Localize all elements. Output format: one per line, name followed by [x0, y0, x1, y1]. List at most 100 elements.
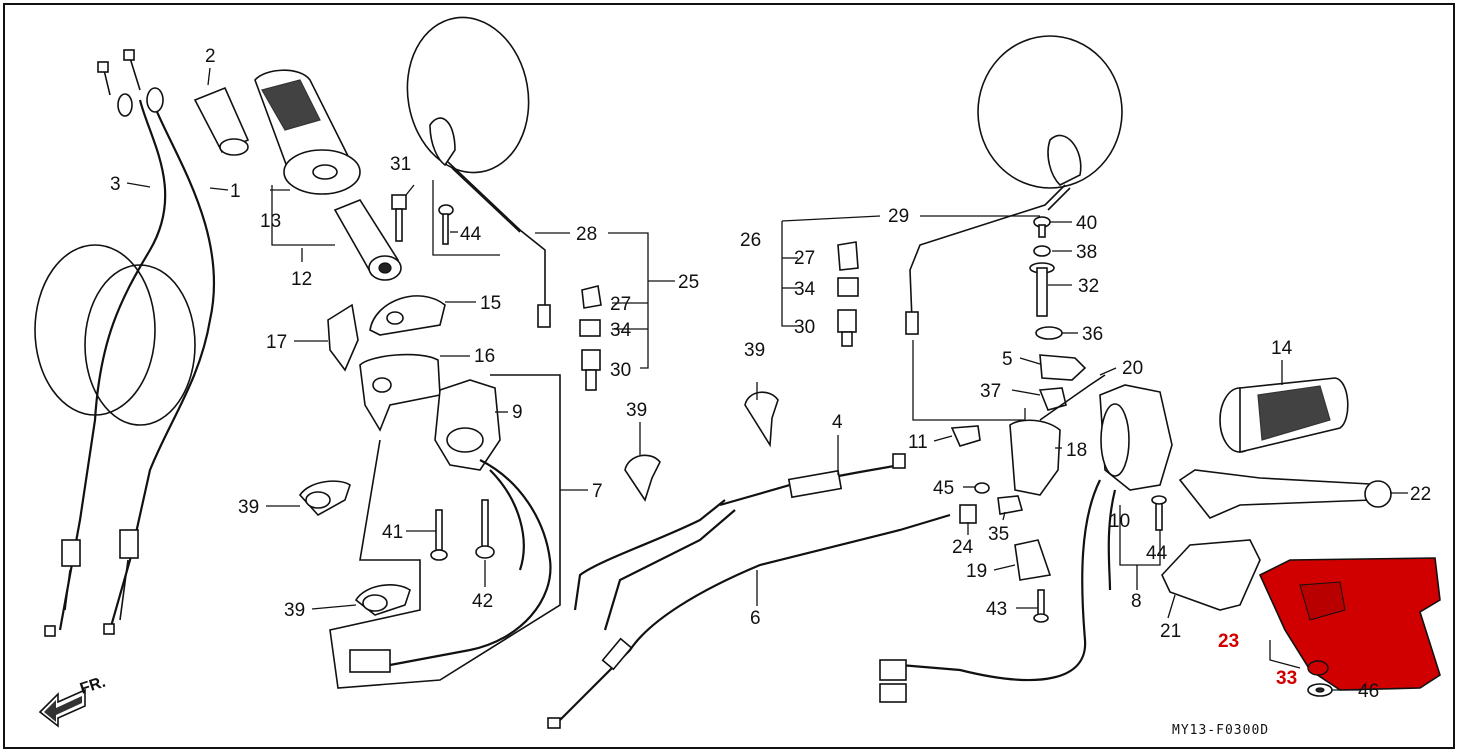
- clamp-39-left-lower: [354, 584, 411, 616]
- label-44-right: 44: [1146, 543, 1168, 564]
- clamp-39-left-upper: [298, 480, 351, 517]
- label-25: 25: [678, 272, 699, 293]
- label-32: 32: [1078, 276, 1099, 297]
- label-2: 2: [205, 46, 216, 67]
- label-6: 6: [750, 608, 761, 629]
- label-7: 7: [592, 481, 603, 502]
- label-34-right: 34: [794, 279, 816, 300]
- lead-20: [1039, 374, 1106, 421]
- bracket-18: [1009, 419, 1061, 496]
- label-13: 13: [260, 211, 281, 232]
- label-30-right: 30: [794, 317, 815, 338]
- label-46: 46: [1358, 681, 1379, 702]
- clamp-39-center-upper: [744, 391, 779, 448]
- label-4: 4: [832, 412, 843, 433]
- throttle-grip-13: [254, 69, 361, 195]
- right-mirror: [905, 35, 1123, 335]
- left-mirror: [406, 16, 551, 328]
- leader-lines: [126, 67, 1408, 691]
- label-30-left: 30: [610, 360, 631, 381]
- pivot-32: [1029, 262, 1055, 317]
- lever-5: [1039, 354, 1087, 381]
- label-35: 35: [988, 524, 1009, 545]
- switch-10: [879, 384, 1173, 703]
- label-28: 28: [576, 224, 597, 245]
- label-14: 14: [1271, 338, 1293, 359]
- label-31: 31: [390, 154, 411, 175]
- label-36: 36: [1082, 324, 1103, 345]
- label-20: 20: [1122, 358, 1143, 379]
- screw-44-right: [1151, 495, 1167, 531]
- screw-45: [974, 482, 990, 494]
- grip-cap-2: [193, 86, 250, 156]
- label-1: 1: [230, 181, 241, 202]
- clutch-cable-6: [547, 499, 951, 729]
- screw-44-top: [438, 204, 454, 245]
- hand-guard-23: [1258, 557, 1441, 691]
- label-29: 29: [888, 206, 909, 227]
- diagram-code: MY13-F0300D: [1172, 723, 1269, 738]
- label-22: 22: [1410, 484, 1431, 505]
- nut-33: [1307, 660, 1329, 676]
- label-37: 37: [980, 381, 1001, 402]
- label-38: 38: [1076, 242, 1097, 263]
- label-45: 45: [933, 478, 954, 499]
- bolt-31: [391, 194, 407, 242]
- label-39-center-lower: 39: [626, 400, 647, 421]
- label-26: 26: [740, 230, 761, 251]
- label-39-left-upper: 39: [238, 497, 259, 518]
- label-39-left-lower: 39: [284, 600, 305, 621]
- weight-set-left: [579, 285, 602, 391]
- label-18: 18: [1066, 440, 1087, 461]
- washer-36: [1035, 326, 1063, 340]
- bolt-42: [475, 499, 495, 559]
- label-23: 23: [1218, 631, 1239, 652]
- cable-4: [719, 453, 906, 507]
- label-9: 9: [512, 402, 523, 423]
- label-24: 24: [952, 537, 974, 558]
- label-40: 40: [1076, 213, 1097, 234]
- nut-35: [997, 495, 1024, 515]
- weight-set-right: [837, 241, 859, 347]
- adjuster-24: [959, 504, 977, 524]
- washer-46: [1307, 683, 1333, 697]
- clamp-39-center-lower: [624, 454, 661, 502]
- switch-9: [349, 379, 552, 673]
- washer-38: [1033, 245, 1051, 257]
- label-33: 33: [1276, 668, 1297, 689]
- lower-housing-16: [359, 353, 441, 432]
- knuckle-guard-21: [1161, 539, 1261, 611]
- label-43: 43: [986, 599, 1007, 620]
- label-15: 15: [480, 293, 501, 314]
- part-11: [950, 425, 981, 447]
- label-10: 10: [1109, 511, 1130, 532]
- label-42: 42: [472, 591, 493, 612]
- lever-22: [1178, 469, 1392, 519]
- label-12: 12: [291, 269, 312, 290]
- label-27-right: 27: [794, 248, 815, 269]
- upper-housing-15: [369, 295, 446, 336]
- front-direction-arrow: [38, 688, 86, 728]
- throttle-tube-12: [333, 199, 402, 281]
- label-41: 41: [382, 522, 403, 543]
- bolt-43: [1033, 589, 1049, 623]
- label-17: 17: [266, 332, 287, 353]
- direction-label: FR.: [78, 674, 108, 698]
- throttle-cable-1: [34, 49, 216, 637]
- bolt-40: [1033, 216, 1051, 238]
- label-3: 3: [110, 174, 121, 195]
- label-5: 5: [1002, 349, 1013, 370]
- part-37: [1038, 387, 1067, 411]
- label-11: 11: [908, 432, 928, 453]
- label-39-center-upper: 39: [744, 340, 765, 361]
- bolt-41: [430, 509, 448, 561]
- label-21: 21: [1160, 621, 1181, 642]
- callout-labels: 1 2 3 4 5 6 7 8 9 10 11 12 13 14 15 17 1…: [110, 46, 1431, 702]
- cable-guide-17: [327, 303, 359, 372]
- diagram-border: [3, 3, 1455, 749]
- label-44-top: 44: [460, 224, 482, 245]
- label-8: 8: [1131, 591, 1142, 612]
- label-27-left: 27: [610, 294, 631, 315]
- grip-14: [1219, 377, 1349, 454]
- label-16: 16: [474, 346, 495, 367]
